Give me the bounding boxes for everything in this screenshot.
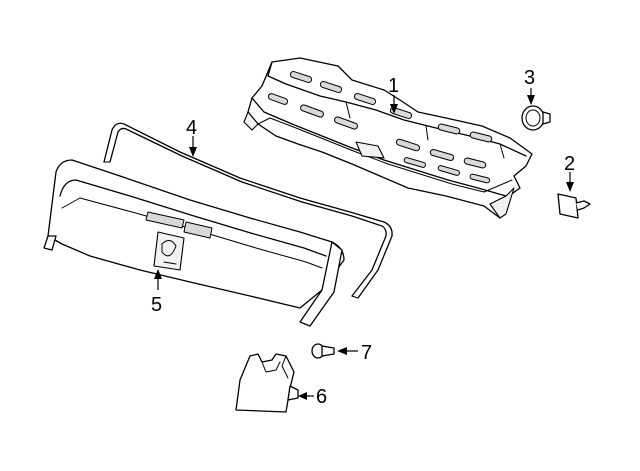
part-2-clip[interactable] [557, 193, 591, 219]
callout-6: 6 [316, 386, 327, 408]
callout-4: 4 [186, 117, 197, 139]
callout-1: 1 [388, 75, 399, 97]
part-7-screw[interactable] [311, 343, 335, 359]
leaders [154, 88, 574, 400]
callout-2: 2 [564, 153, 575, 175]
part-3-push-pin[interactable] [521, 105, 551, 131]
callout-5: 5 [151, 294, 162, 316]
part-1-grille[interactable] [243, 57, 533, 219]
callout-labels: 1 2 3 4 5 6 7 [151, 67, 575, 408]
callout-3: 3 [524, 67, 535, 89]
callout-7: 7 [361, 342, 372, 364]
part-5-panel[interactable] [43, 159, 345, 327]
part-6-bracket[interactable] [235, 353, 299, 413]
part-4-molding[interactable] [103, 122, 393, 299]
